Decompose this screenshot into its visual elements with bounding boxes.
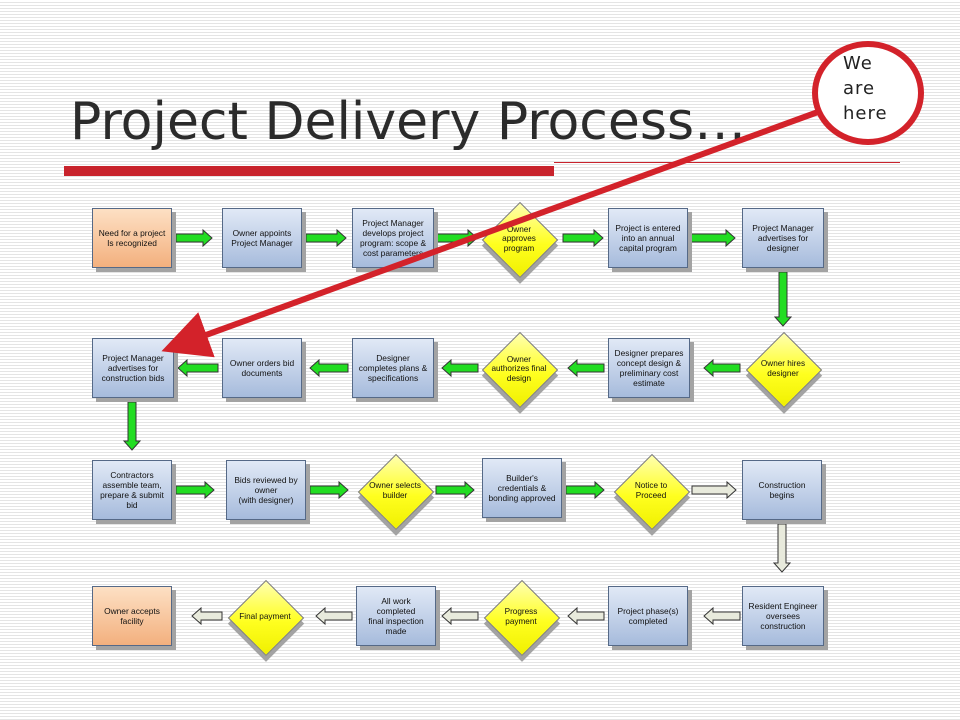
flow-arrow	[309, 480, 349, 500]
title-divider	[554, 162, 900, 163]
we-are-here-line: We	[843, 53, 873, 74]
title-underline	[64, 166, 554, 176]
flow-arrow	[309, 358, 349, 378]
decision-notice-proceed-label: Notice to Proceed	[634, 481, 668, 500]
flow-arrow	[691, 480, 737, 500]
flow-arrow	[703, 606, 741, 626]
decision-hire-designer-label: Owner hires designer	[760, 359, 806, 378]
step-accepts-facility: Owner accepts facility	[92, 586, 172, 646]
step-construction-begins: Construction begins	[742, 460, 822, 520]
flow-arrow	[305, 228, 347, 248]
step-order-bid-docs: Owner orders bid documents	[222, 338, 302, 398]
step-builder-credentials: Builder's credentials & bonding approved	[482, 458, 562, 518]
flow-arrow	[315, 606, 353, 626]
decision-progress-payment-label: Progress payment	[504, 607, 538, 626]
flow-arrow	[567, 358, 605, 378]
flow-arrow	[441, 606, 479, 626]
flow-arrow	[175, 228, 213, 248]
flow-arrow	[441, 358, 479, 378]
we-are-here-label: We are here	[843, 51, 888, 126]
flow-arrow	[177, 358, 219, 378]
decision-notice-proceed: Notice to Proceed	[612, 452, 691, 531]
step-develop-program: Project Manager develops project program…	[352, 208, 434, 268]
step-work-completed: All work completed final inspection made	[356, 586, 436, 646]
decision-progress-payment: Progress payment	[482, 578, 561, 657]
decision-final-payment-label: Final payment	[239, 612, 291, 622]
step-contractors-bid: Contractors assemble team, prepare & sub…	[92, 460, 172, 520]
step-bids-reviewed: Bids reviewed by owner (with designer)	[226, 460, 306, 520]
flow-arrow	[435, 480, 475, 500]
decision-hire-designer: Owner hires designer	[744, 330, 823, 409]
step-phases-completed: Project phase(s) completed	[608, 586, 688, 646]
decision-authorize-design: Owner authorizes final design	[480, 330, 559, 409]
we-are-here-line: here	[843, 103, 888, 124]
we-are-here-pointer	[161, 109, 821, 358]
flow-arrow	[191, 606, 223, 626]
flow-arrow	[175, 480, 215, 500]
decision-select-builder-label: Owner selects builder	[369, 481, 421, 500]
decision-approve-program-label: Owner approves program	[502, 224, 536, 253]
flow-arrow	[772, 523, 792, 573]
decision-final-payment: Final payment	[226, 578, 305, 657]
we-are-here-circle	[812, 41, 924, 145]
step-capital-program: Project is entered into an annual capita…	[608, 208, 688, 268]
flow-arrow	[562, 228, 604, 248]
decision-authorize-design-label: Owner authorizes final design	[491, 354, 547, 383]
step-advertise-designer: Project Manager advertises for designer	[742, 208, 824, 268]
step-designer-plans: Designer completes plans & specification…	[352, 338, 434, 398]
flow-arrow	[773, 271, 793, 327]
flow-arrow	[567, 606, 605, 626]
page-title: Project Delivery Process…	[70, 92, 747, 152]
step-resident-engineer: Resident Engineer oversees construction	[742, 586, 824, 646]
we-are-here-line: are	[843, 78, 876, 99]
decision-approve-program: Owner approves program	[480, 200, 559, 279]
step-need-project: Need for a project Is recognized	[92, 208, 172, 268]
flow-arrow	[703, 358, 741, 378]
step-concept-design: Designer prepares concept design & preli…	[608, 338, 690, 398]
step-advertise-bids: Project Manager advertises for construct…	[92, 338, 174, 398]
flow-arrow	[122, 401, 142, 451]
flow-arrow	[690, 228, 736, 248]
step-appoint-pm: Owner appoints Project Manager	[222, 208, 302, 268]
flow-arrow	[565, 480, 605, 500]
decision-select-builder: Owner selects builder	[356, 452, 435, 531]
